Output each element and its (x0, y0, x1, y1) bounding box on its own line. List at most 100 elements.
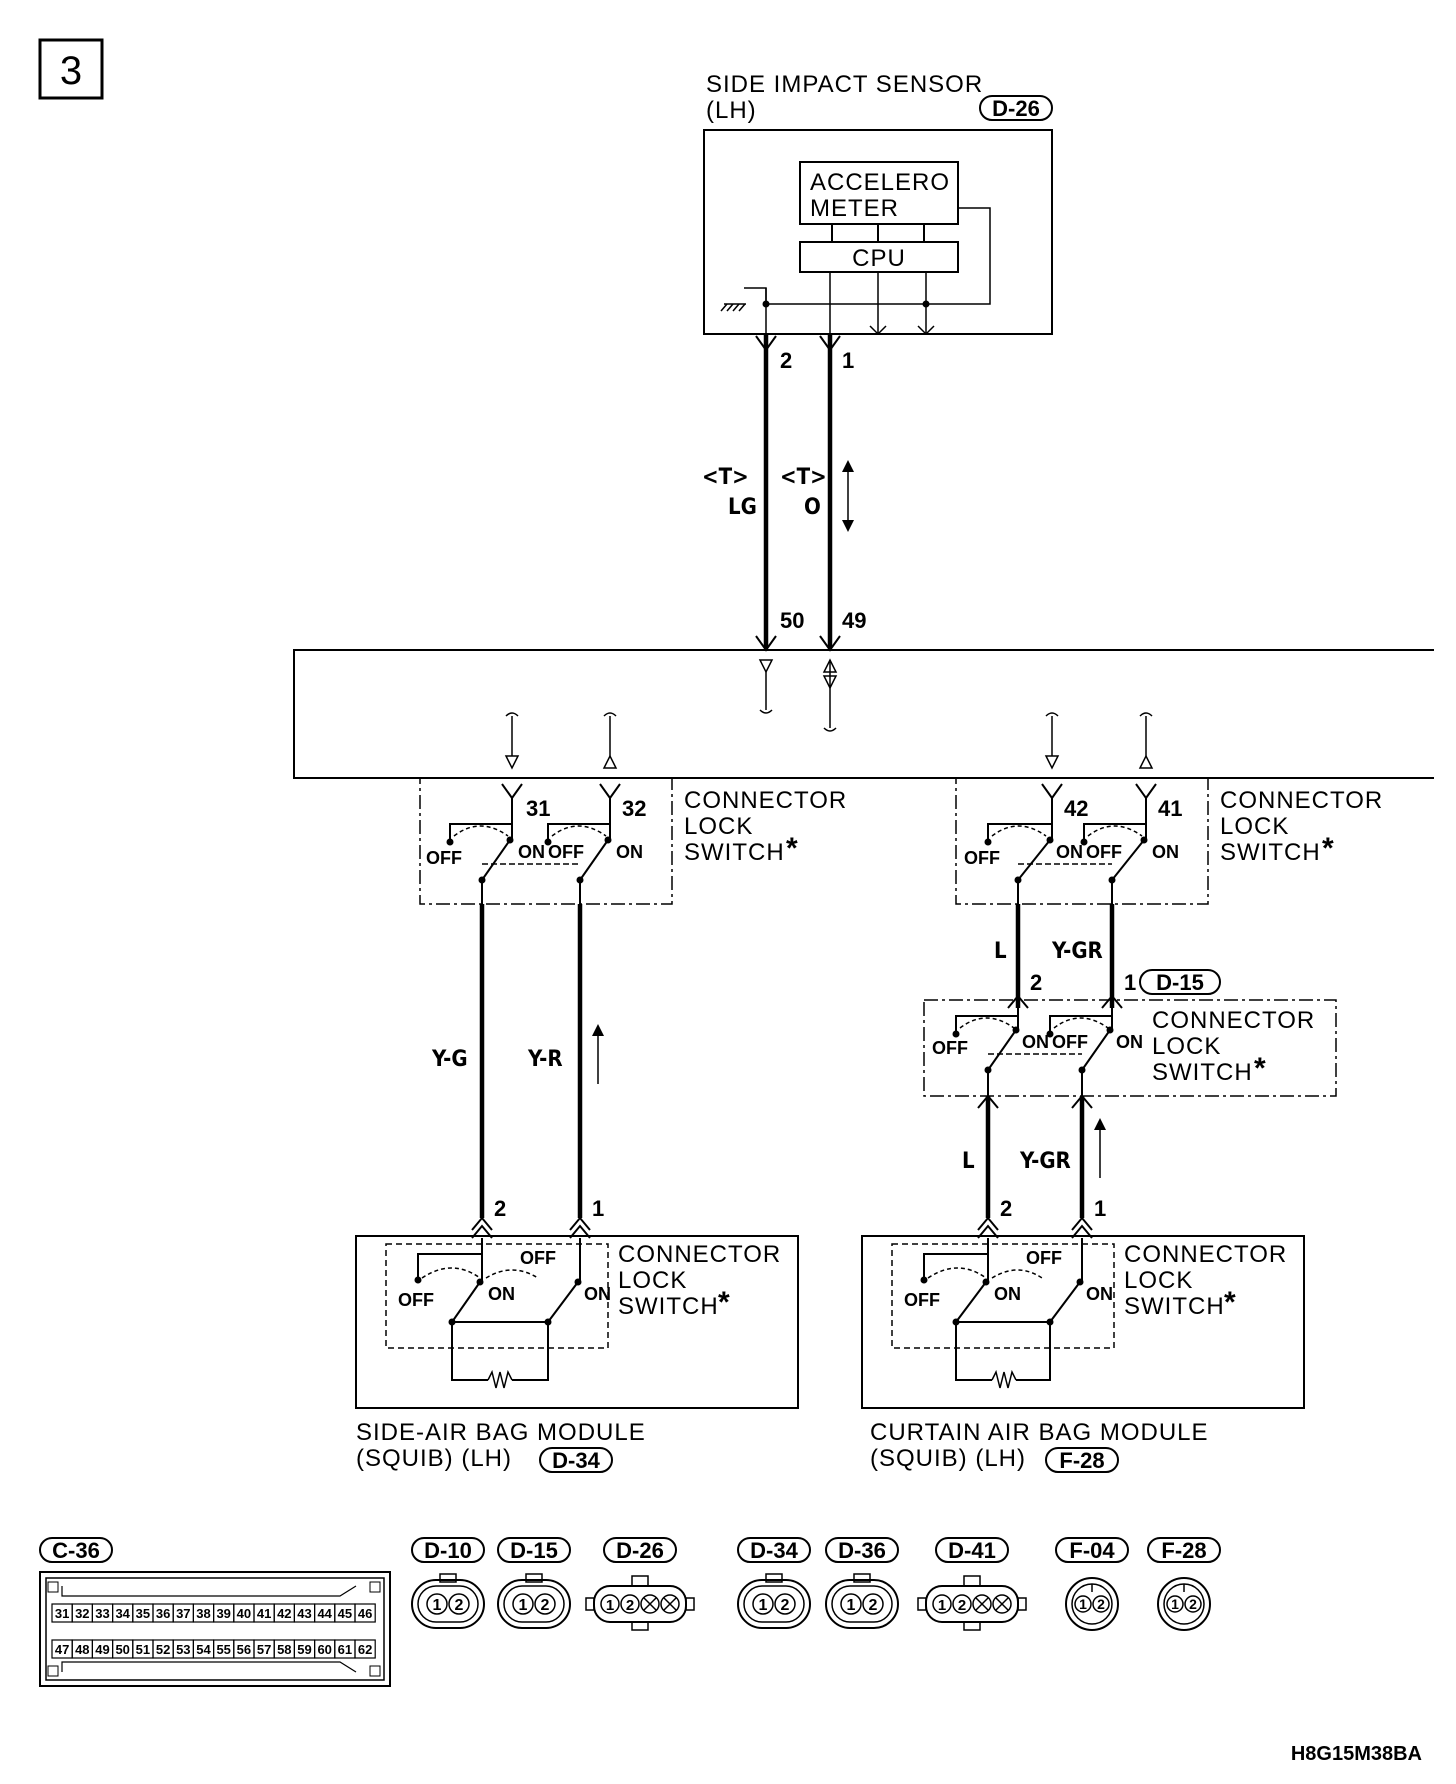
connector-pin-label: 1 (1171, 1596, 1179, 1612)
connector-pin-label: 1 (519, 1597, 528, 1614)
c36-pin-label: 33 (95, 1606, 109, 1621)
left-switch-pin-a: 31 (526, 796, 550, 821)
page-number-box: 3 (38, 38, 104, 100)
c36-pin-label: 41 (257, 1606, 271, 1621)
mid-switch-off-b: OFF (1052, 1032, 1088, 1052)
ecu-block (293, 649, 1434, 779)
mid-switch-label-3: SWITCH (1152, 1059, 1253, 1086)
connector-pin-label: 2 (869, 1597, 878, 1614)
c36-pin-label: 39 (216, 1606, 230, 1621)
right-upper-wire-a-code: L (994, 939, 1007, 964)
left-switch-off-b: OFF (548, 842, 584, 862)
page-number: 3 (60, 49, 82, 93)
c36-pin-label: 43 (297, 1606, 311, 1621)
curtain-module-subtitle: (SQUIB) (LH) (870, 1445, 1026, 1472)
curtain-module-switch-label-2: LOCK (1124, 1267, 1193, 1294)
c36-pin-label: 50 (115, 1642, 129, 1657)
c36-pin-label: 49 (95, 1642, 109, 1657)
c36-pin-label: 52 (156, 1642, 170, 1657)
connector-pin-label: 2 (1097, 1596, 1105, 1612)
side-module-switch-label-2: LOCK (618, 1267, 687, 1294)
connector-label: D-41 (948, 1538, 996, 1563)
wire-code-left: LG (728, 495, 757, 520)
side-module-on-a: ON (488, 1284, 515, 1304)
connector-pin-label: 1 (938, 1597, 946, 1614)
left-wires: Y-G Y-R 2 1 (431, 904, 604, 1239)
left-switch-on-b: ON (616, 842, 643, 862)
side-module-off-a: OFF (398, 1290, 434, 1310)
side-module-off-b: OFF (520, 1248, 556, 1268)
c36-pin-label: 44 (317, 1606, 332, 1621)
connector-pin-label: 2 (541, 1597, 550, 1614)
left-connector-lock-switch: 31 32 OFF ON OFF ON CONNECTOR LOCK SWITC… (419, 777, 846, 905)
squib-resistor-icon (487, 1369, 513, 1389)
connector-pin-label: 2 (958, 1597, 966, 1614)
curtain-module-switch-label-3: SWITCH (1124, 1293, 1225, 1320)
ecu-pin-left: 50 (780, 608, 804, 633)
c36-pin-label: 37 (176, 1606, 190, 1621)
c36-pin-label: 31 (55, 1606, 69, 1621)
curtain-module-pin-b: 1 (1094, 1196, 1106, 1221)
right-upper-wires: L Y-GR 2 1 D-15 (994, 904, 1221, 1009)
connector-label: D-34 (750, 1538, 798, 1563)
accelerometer-label-2: METER (810, 195, 899, 222)
left-wire-b-code: Y-R (527, 1047, 563, 1072)
connector-label: D-10 (424, 1538, 472, 1563)
c36-pin-label: 59 (297, 1642, 311, 1657)
connector-label: D-15 (510, 1538, 558, 1563)
connector-label: D-26 (616, 1538, 664, 1563)
right-switch-label-3: SWITCH (1220, 839, 1321, 866)
connector-pin-label: 2 (1189, 1596, 1197, 1612)
c36-pin-label: 47 (55, 1642, 69, 1657)
mid-switch-off-a: OFF (932, 1038, 968, 1058)
curtain-module-connector-tag: F-28 (1059, 1448, 1104, 1473)
left-wire-a-code: Y-G (431, 1047, 468, 1072)
c36-pin-label: 54 (196, 1642, 211, 1657)
right-switch-pin-b: 41 (1158, 796, 1182, 821)
mid-connector-tag: D-15 (1156, 970, 1204, 995)
c36-pin-label: 35 (136, 1606, 150, 1621)
right-lower-wires: L Y-GR 2 1 (962, 1094, 1106, 1239)
left-switch-star: * (786, 832, 799, 865)
c36-pin-label: 61 (338, 1642, 352, 1657)
right-switch-off-b: OFF (1086, 842, 1122, 862)
c36-pin-label: 56 (237, 1642, 251, 1657)
connector-pin-label: 1 (847, 1597, 856, 1614)
mid-switch-label-1: CONNECTOR (1152, 1007, 1315, 1034)
connector-label: F-28 (1161, 1538, 1206, 1563)
right-lower-wire-a-code: L (962, 1149, 975, 1174)
connector-pin-label: 1 (759, 1597, 768, 1614)
c36-pin-label: 34 (115, 1606, 130, 1621)
curtain-module-pin-a: 2 (1000, 1196, 1012, 1221)
right-switch-off-a: OFF (964, 848, 1000, 868)
connector-label: F-04 (1069, 1538, 1115, 1563)
curtain-module-on-a: ON (994, 1284, 1021, 1304)
sensor-connector-tag: D-26 (992, 96, 1040, 121)
mid-switch-star: * (1254, 1052, 1267, 1085)
wire-code-right-type: <T> (780, 465, 827, 490)
right-switch-on-b: ON (1152, 842, 1179, 862)
side-module-title: SIDE-AIR BAG MODULE (356, 1419, 646, 1446)
c36-pin-label: 38 (196, 1606, 210, 1621)
side-module-connector-tag: D-34 (552, 1448, 600, 1473)
c36-pin-label: 53 (176, 1642, 190, 1657)
c36-pin-label: 57 (257, 1642, 271, 1657)
accelerometer-label: ACCELERO (810, 169, 950, 196)
wire-code-left-type: <T> (702, 465, 749, 490)
mid-switch-on-b: ON (1116, 1032, 1143, 1052)
side-module-pin-b: 1 (592, 1196, 604, 1221)
connector-label: D-36 (838, 1538, 886, 1563)
curtain-module-on-b: ON (1086, 1284, 1113, 1304)
side-module-pin-a: 2 (494, 1196, 506, 1221)
c36-pin-label: 32 (75, 1606, 89, 1621)
c36-pin-label: 46 (358, 1606, 372, 1621)
c36-pin-label: 42 (277, 1606, 291, 1621)
c36-pin-label: 48 (75, 1642, 89, 1657)
